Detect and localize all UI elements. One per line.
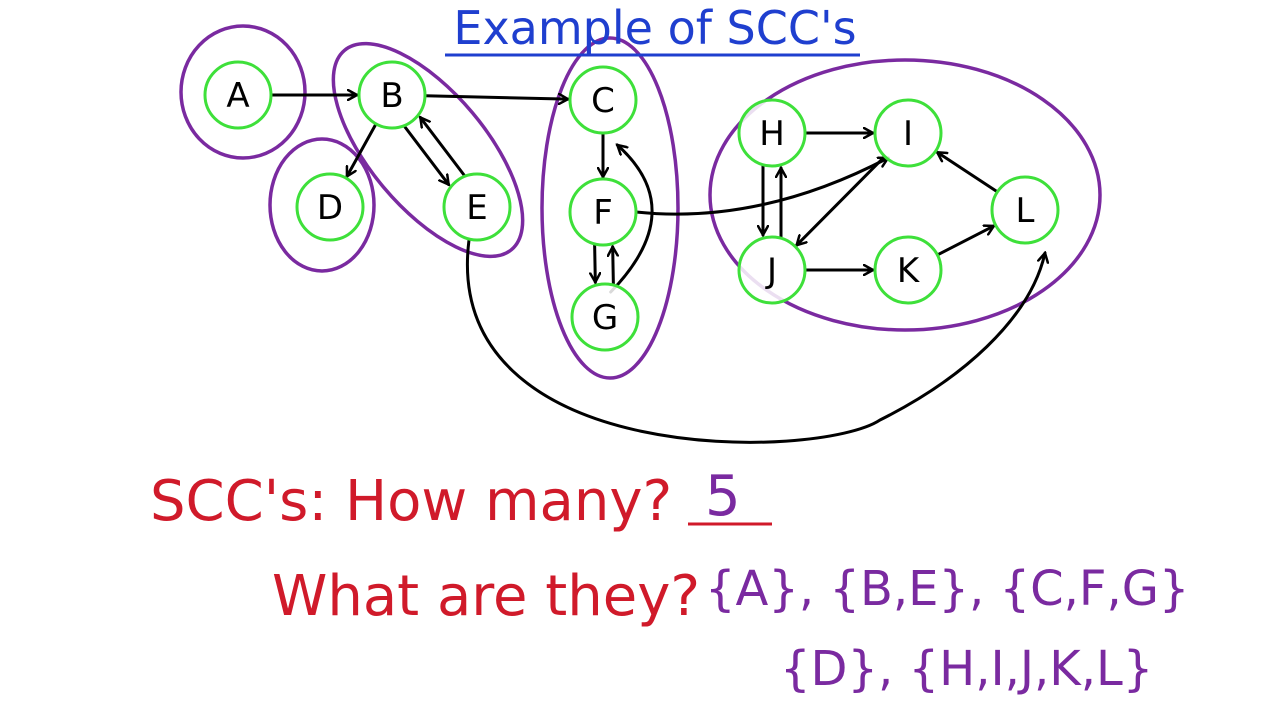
edge-f-i [634, 158, 888, 216]
node-label: D [317, 188, 343, 228]
node-label: J [765, 251, 777, 291]
node-circle [568, 177, 638, 247]
node-label: G [592, 298, 618, 338]
edges [269, 95, 1045, 444]
node-a: A [203, 60, 273, 130]
answer-count: 5 [705, 464, 741, 529]
question-what-are-they: What are they? [272, 564, 700, 629]
node-circle [203, 60, 273, 130]
node-circle [295, 172, 365, 242]
scc-outline-hijkl [708, 58, 1102, 332]
node-k: K [873, 235, 943, 305]
edge-k-l [935, 226, 993, 257]
edge-i-j [797, 154, 887, 245]
node-circle [873, 235, 943, 305]
scc-outline-d [268, 137, 376, 273]
node-g: G [570, 282, 640, 352]
node-j: J [737, 235, 807, 305]
node-label: A [226, 76, 249, 116]
title: Example of SCC's [453, 1, 856, 55]
node-label: L [1016, 191, 1035, 231]
node-c: C [568, 65, 638, 135]
edge-e-b [420, 117, 466, 177]
node-h: H [737, 98, 807, 168]
node-label: B [380, 76, 403, 116]
node-i: I [873, 98, 943, 168]
node-circle [990, 175, 1060, 245]
question-how-many: SCC's: How many? [150, 469, 672, 534]
node-circle [873, 98, 943, 168]
answer-list-line2: {D}, {H,I,J,K,L} [780, 641, 1153, 697]
node-label: C [591, 81, 615, 121]
node-label: E [466, 188, 487, 228]
edge-g-f [613, 247, 614, 286]
node-label: K [897, 251, 921, 291]
node-circle [442, 172, 512, 242]
edge-b-e [403, 125, 449, 185]
node-circle [737, 98, 807, 168]
node-e: E [442, 172, 512, 242]
node-label: H [759, 114, 785, 154]
edge-l-i [937, 150, 999, 194]
answer-list-line1: {A}, {B,E}, {C,F,G} [705, 561, 1189, 617]
scc-outline-a [179, 24, 307, 160]
scc-outline-cfg [540, 36, 680, 380]
scc-outline-be [331, 41, 525, 259]
edge-e-l [465, 238, 1045, 444]
edge-f-g [595, 243, 596, 282]
nodes: A B C D E F G H I J K L [203, 60, 1060, 352]
node-b: B [357, 60, 427, 130]
scc-outlines [179, 24, 1102, 380]
node-circle [737, 235, 807, 305]
node-f: F [568, 177, 638, 247]
node-label: F [593, 193, 613, 233]
node-d: D [295, 172, 365, 242]
node-l: L [990, 175, 1060, 245]
edge-b-d [345, 122, 378, 177]
node-label: I [903, 114, 913, 154]
edge-b-c [423, 96, 568, 99]
node-circle [357, 60, 427, 130]
node-circle [570, 282, 640, 352]
node-circle [568, 65, 638, 135]
